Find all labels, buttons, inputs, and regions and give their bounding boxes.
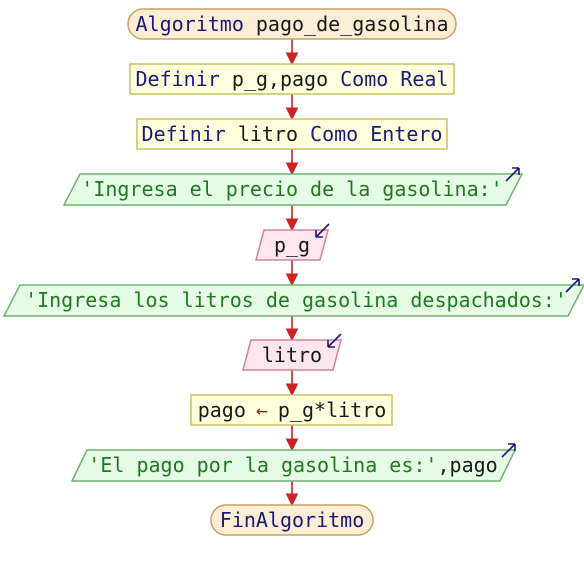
define-node-2: Definir litro Como Entero xyxy=(136,118,448,150)
define1-vars: p_g,pago xyxy=(232,67,328,91)
output3-io-shape xyxy=(70,449,517,482)
end-label: FinAlgoritmo xyxy=(220,508,365,532)
input2-io-shape xyxy=(242,339,342,371)
output1-io-shape xyxy=(62,173,524,206)
define2-type: Entero xyxy=(370,122,442,146)
input-arrow-icon xyxy=(327,333,342,348)
output-node-2: 'Ingresa los litros de gasolina despacha… xyxy=(2,278,584,317)
input1-var: p_g xyxy=(274,233,310,257)
assign-process-shape xyxy=(190,394,393,426)
output3-var: pago xyxy=(450,453,498,477)
start-node: Algoritmo pago_de_gasolina xyxy=(127,8,457,40)
define2-label: Definir litro Como Entero xyxy=(142,122,443,146)
output-node-1: 'Ingresa el precio de la gasolina:' xyxy=(62,167,524,206)
define1-como: Como xyxy=(340,67,388,91)
define1-process-shape xyxy=(129,63,455,95)
assign-arrow: ← xyxy=(256,398,268,422)
define1-type: Real xyxy=(400,67,448,91)
assign-target: pago xyxy=(198,398,246,422)
output3-separator: , xyxy=(437,453,449,477)
define1-keyword: Definir xyxy=(136,67,220,91)
input1-io-shape xyxy=(255,229,329,261)
output3-label: 'El pago por la gasolina es:',pago xyxy=(88,453,497,477)
define2-vars: litro xyxy=(238,122,298,146)
define2-como: Como xyxy=(310,122,358,146)
input-node-1: p_g xyxy=(255,223,330,261)
output3-text: 'El pago por la gasolina es:' xyxy=(88,453,437,477)
start-terminal-shape xyxy=(127,8,457,40)
output1-text: 'Ingresa el precio de la gasolina:' xyxy=(81,177,502,201)
output-arrow-icon xyxy=(505,167,520,182)
input-arrow-icon xyxy=(315,223,330,238)
input2-var: litro xyxy=(262,343,322,367)
define1-label: Definir p_g,pago Como Real xyxy=(136,67,449,91)
define2-process-shape xyxy=(136,118,448,150)
output-arrow-icon xyxy=(565,278,580,293)
define-node-1: Definir p_g,pago Como Real xyxy=(129,63,455,95)
define2-keyword: Definir xyxy=(142,122,226,146)
output2-text: 'Ingresa los litros de gasolina despacha… xyxy=(25,288,567,312)
algorithm-name: pago_de_gasolina xyxy=(256,12,449,36)
start-label: Algoritmo pago_de_gasolina xyxy=(135,12,448,36)
assign-node: pago ← p_g*litro xyxy=(190,394,393,426)
output2-io-shape xyxy=(2,284,584,317)
input-node-2: litro xyxy=(242,333,342,371)
assign-expression: p_g*litro xyxy=(278,398,386,422)
end-node: FinAlgoritmo xyxy=(210,504,374,536)
start-keyword: Algoritmo xyxy=(135,12,243,36)
assign-label: pago ← p_g*litro xyxy=(198,398,387,422)
end-terminal-shape xyxy=(210,504,374,536)
output-node-3: 'El pago por la gasolina es:',pago xyxy=(70,443,517,482)
output-arrow-icon xyxy=(501,443,516,458)
